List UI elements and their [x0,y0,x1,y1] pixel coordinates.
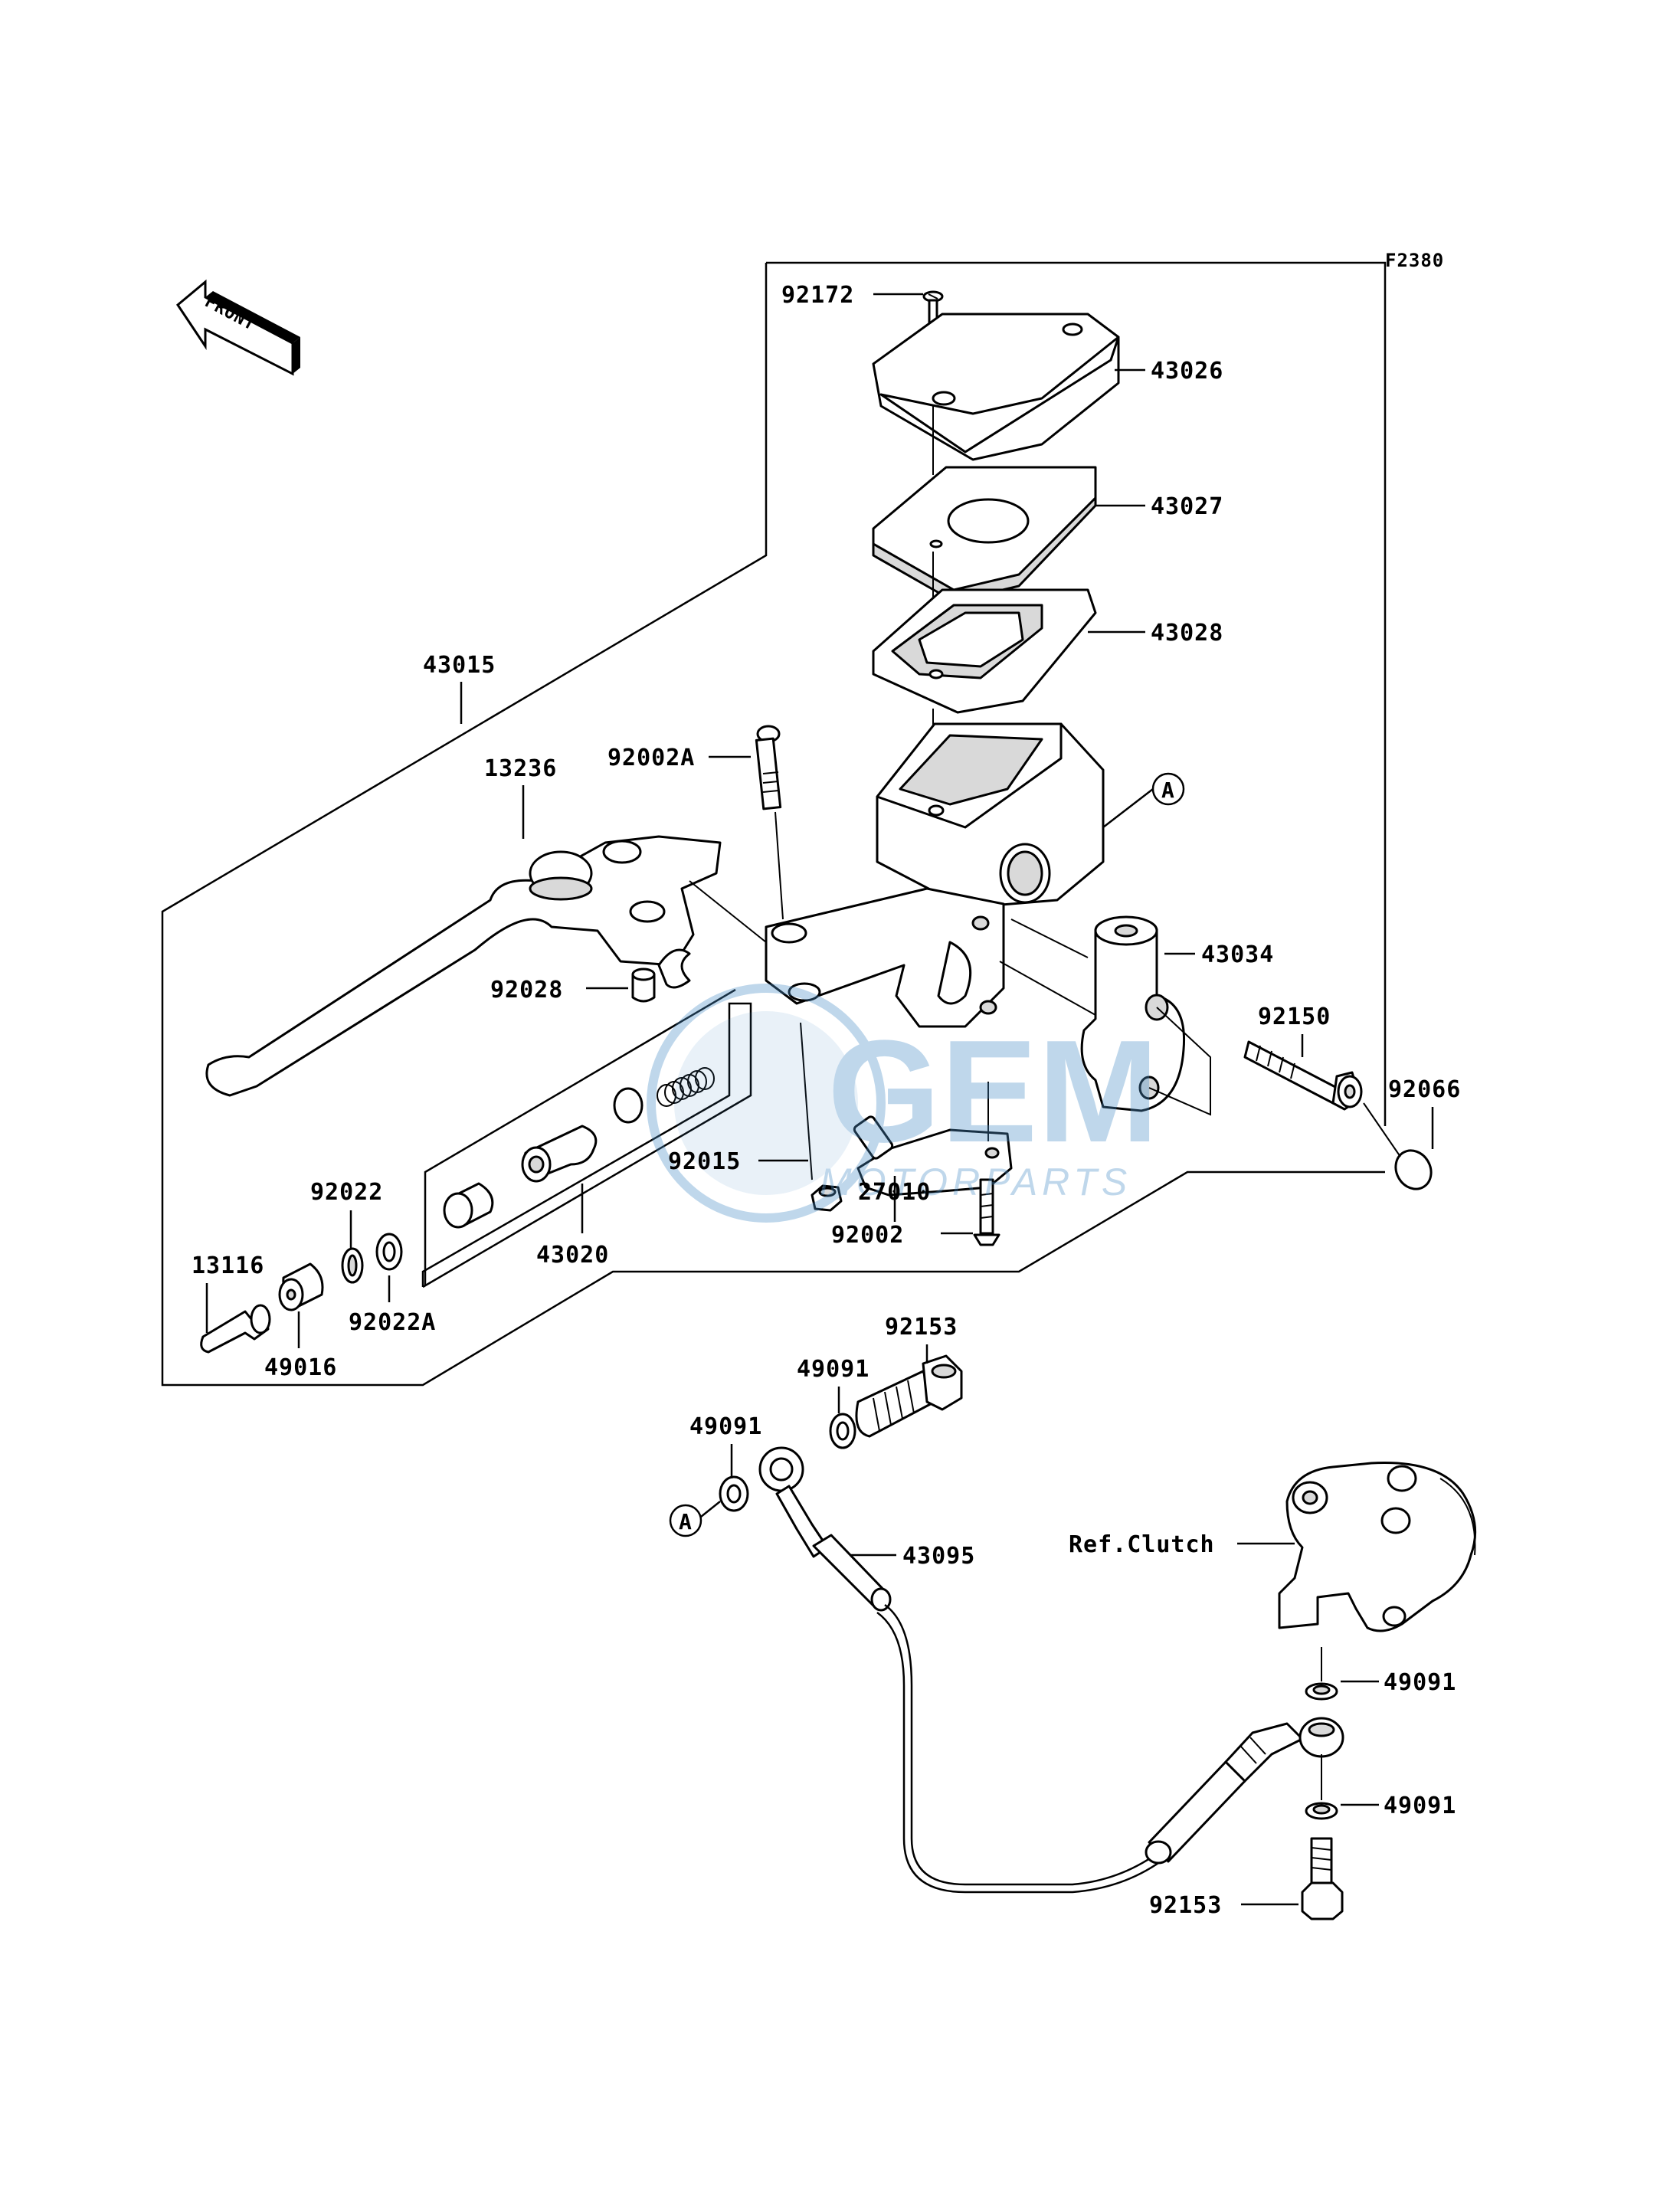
label-49091-d: 49091 [1384,1793,1456,1819]
callout-a-top: A [1102,772,1185,828]
hose-43095 [758,1446,1304,1894]
label-92002A: 92002A [607,745,695,771]
bolt-92150 [1243,1040,1363,1111]
leader-lines [205,293,1434,1906]
master-cylinder-body [765,722,1105,1028]
circlip-92022 [341,1247,364,1284]
watermark-sub: MOTORPARTS [820,1161,1131,1203]
washer-49091-b [719,1475,749,1512]
label-49091-a: 49091 [797,1356,869,1383]
watermark-logo: GEM MOTORPARTS [647,984,1159,1223]
dust-seal-49016 [278,1262,324,1311]
label-43015: 43015 [423,652,496,679]
assembly-boundary [161,261,1387,1387]
label-49016: 49016 [264,1354,337,1381]
label-92022: 92022 [310,1179,383,1206]
label-43095: 43095 [902,1543,975,1570]
banjo-fitting [1298,1717,1344,1758]
nut-92015 [800,1022,843,1212]
label-92172: 92172 [781,282,854,309]
label-92066: 92066 [1388,1076,1461,1103]
label-43028: 43028 [1151,620,1223,647]
label-92150: 92150 [1258,1004,1331,1030]
label-92022A: 92022A [349,1309,436,1336]
label-92028: 92028 [490,977,563,1004]
diaphragm-plate-43027 [872,466,1097,613]
reservoir-cap-43026 [872,313,1120,475]
bushing-92028 [631,968,656,1003]
label-13116: 13116 [192,1252,264,1279]
pushrod-13116 [200,1304,271,1354]
figure-code: F2380 [1385,250,1444,271]
watermark-brand: GEM [827,1010,1159,1173]
label-ref-clutch: Ref.Clutch [1069,1531,1215,1558]
label-92015: 92015 [668,1148,741,1175]
label-92153-bottom: 92153 [1149,1892,1222,1919]
label-13236: 13236 [484,755,557,782]
screw-92002 [973,1178,1000,1246]
screw-92002A [755,725,784,920]
switch-27010 [853,1082,1013,1222]
washer-49091-a [829,1413,856,1449]
front-arrow-icon: FRONT [176,279,300,376]
washer-49091-d [1305,1802,1338,1820]
svg-text:A: A [679,1509,693,1534]
label-43026: 43026 [1151,358,1223,385]
piston-kit-43020 [443,948,715,1229]
label-43020: 43020 [536,1242,609,1269]
clutch-lever-13236 [205,835,767,1097]
label-92002: 92002 [831,1222,904,1249]
diaphragm-43028 [872,588,1097,797]
banjo-bolt-92153-bottom [1301,1754,1344,1920]
label-43027: 43027 [1151,493,1223,520]
label-92153-top: 92153 [885,1314,958,1341]
callout-a-bottom: A [669,1501,721,1537]
label-27010: 27010 [858,1179,931,1206]
slave-cylinder [1278,1462,1477,1632]
cap-92066 [1363,1102,1433,1190]
label-49091-b: 49091 [689,1413,762,1440]
part-labels: 92172 43026 43027 43028 43015 92002A 132… [192,282,1461,1919]
banjo-bolt-92153-top [855,1354,963,1438]
label-49091-c: 49091 [1384,1669,1456,1696]
washer-92022A [375,1233,403,1271]
svg-text:A: A [1161,778,1175,803]
label-43034: 43034 [1201,941,1274,968]
washer-49091-c [1305,1647,1338,1701]
clamp-43034 [999,915,1211,1116]
